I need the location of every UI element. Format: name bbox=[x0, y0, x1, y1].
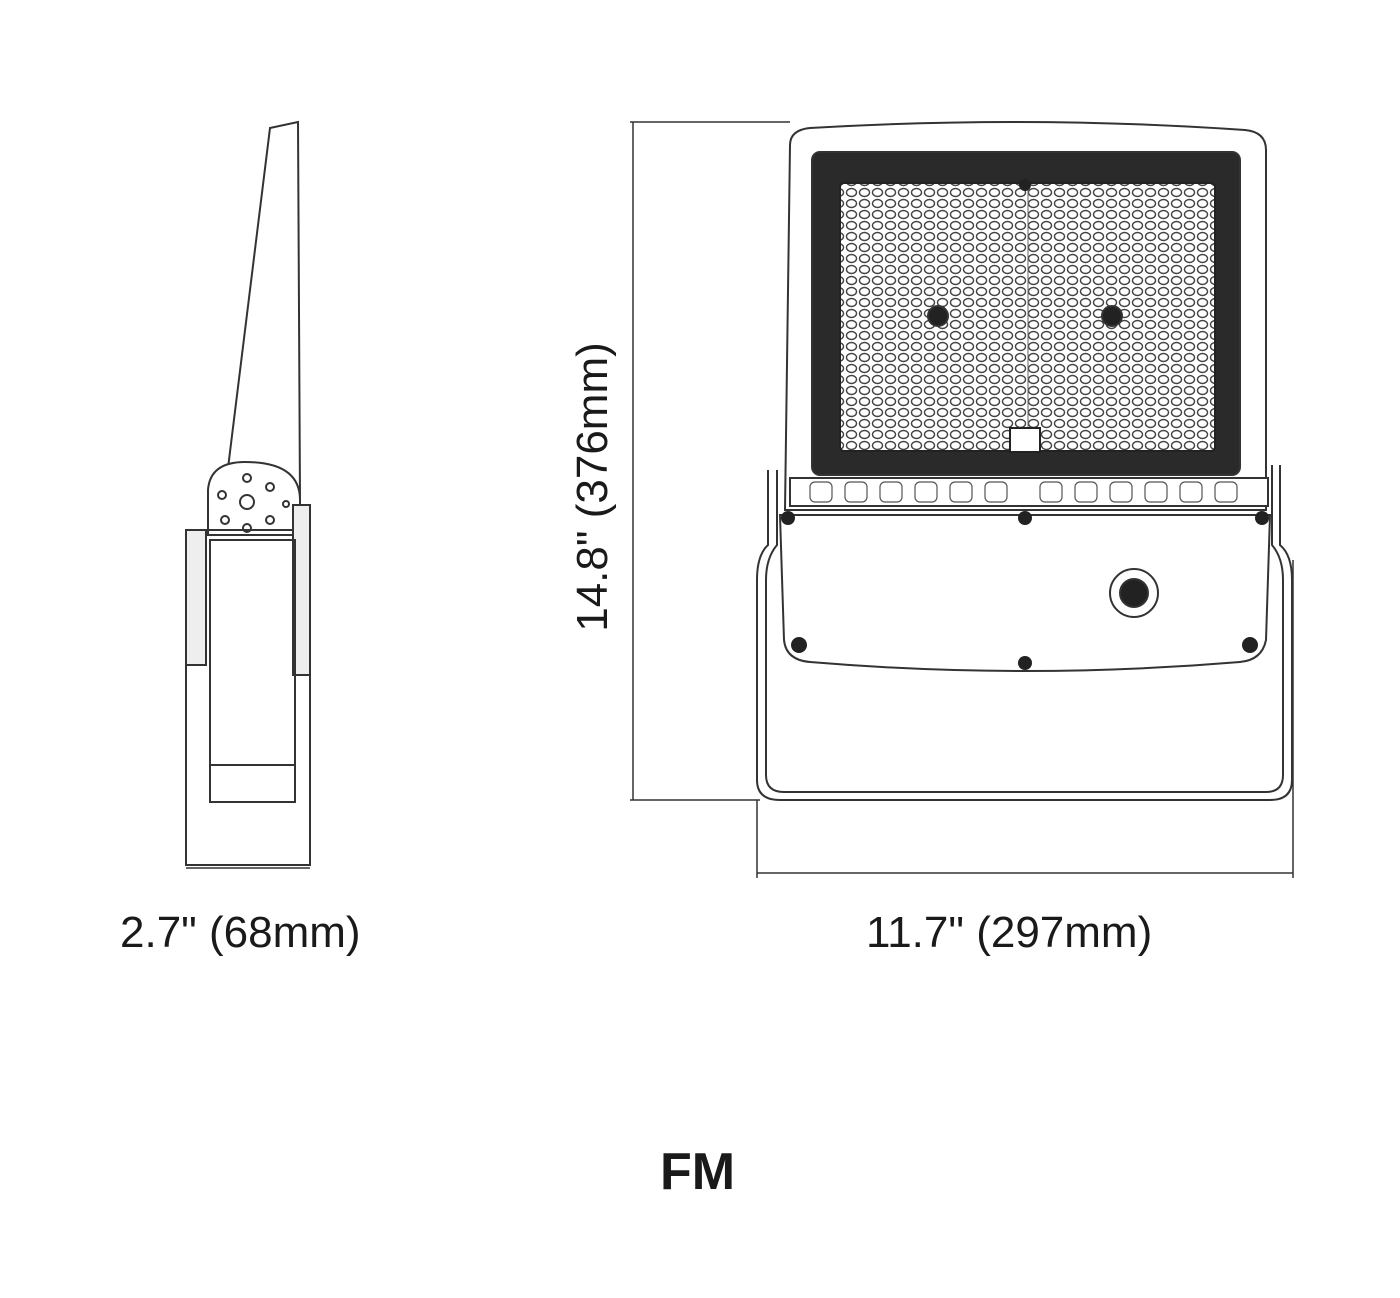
height-dimension-line bbox=[630, 121, 790, 801]
model-label: FM bbox=[660, 1143, 736, 1201]
width-dimension-label: 11.7" (297mm) bbox=[866, 908, 1153, 957]
side-view bbox=[185, 120, 311, 869]
depth-dimension-label: 2.7" (68mm) bbox=[120, 908, 361, 957]
front-view bbox=[756, 120, 1293, 801]
height-dimension-label: 14.8" (376mm) bbox=[568, 342, 617, 632]
